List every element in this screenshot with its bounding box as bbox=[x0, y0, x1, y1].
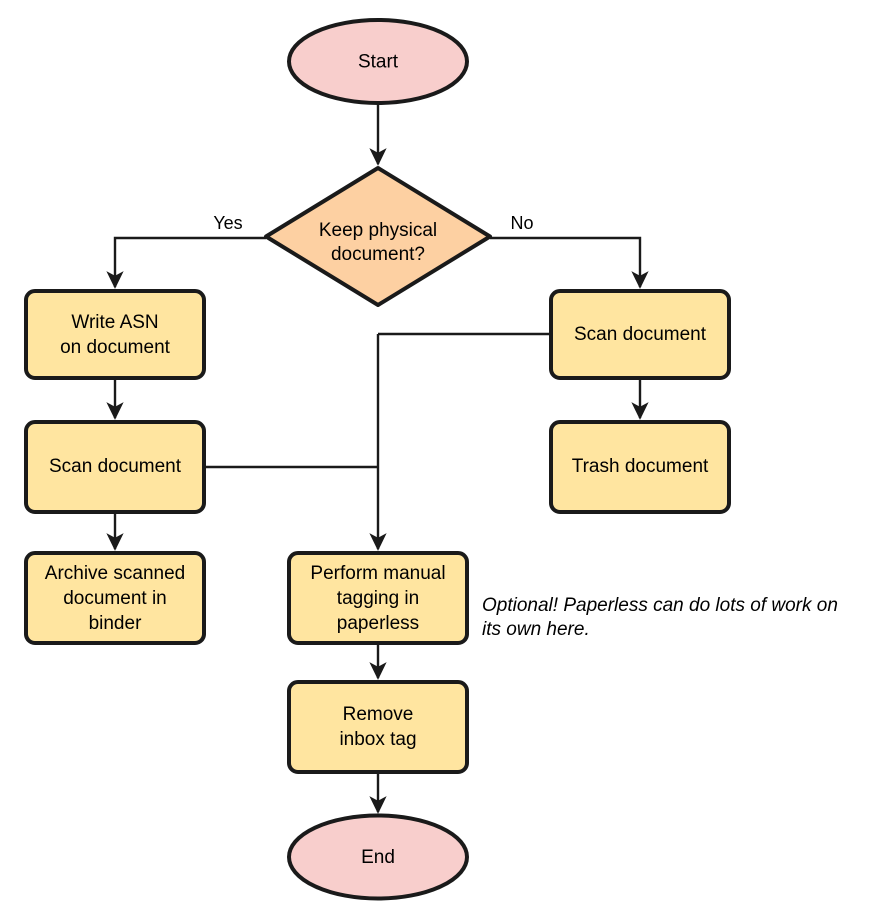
end-label: End bbox=[361, 847, 395, 868]
archive-box-shape bbox=[24, 551, 206, 645]
edge-label-no: No bbox=[510, 213, 533, 233]
trash-label: Trash document bbox=[572, 456, 709, 477]
edge-decision-no-to-scan-right bbox=[490, 236, 649, 289]
node-archive-scanned-document[interactable]: Archive scanned document in binder bbox=[24, 551, 206, 645]
tagging-label-line2: tagging in bbox=[337, 588, 419, 609]
archive-label-line2: document in bbox=[63, 588, 167, 609]
node-perform-manual-tagging[interactable]: Perform manual tagging in paperless bbox=[287, 551, 469, 645]
edge-label-yes: Yes bbox=[213, 213, 242, 233]
write-asn-label-line1: Write ASN bbox=[71, 312, 158, 333]
node-start[interactable]: Start bbox=[287, 18, 469, 105]
node-scan-document-right[interactable]: Scan document bbox=[549, 289, 731, 380]
decision-diamond-shape bbox=[264, 166, 492, 307]
node-end[interactable]: End bbox=[287, 813, 469, 901]
write-asn-box-shape bbox=[24, 289, 206, 380]
node-write-asn-on-document[interactable]: Write ASN on document bbox=[24, 289, 206, 380]
remove-inbox-label-line2: inbox tag bbox=[339, 729, 416, 750]
annotation-line2: its own here. bbox=[482, 619, 590, 640]
write-asn-label-line2: on document bbox=[60, 337, 171, 358]
start-ellipse-shape bbox=[287, 18, 469, 105]
tagging-label-line3: paperless bbox=[337, 613, 419, 634]
tagging-box-shape bbox=[287, 551, 469, 645]
node-remove-inbox-tag[interactable]: Remove inbox tag bbox=[287, 680, 469, 774]
connector-layer bbox=[106, 103, 649, 814]
tagging-label-line1: Perform manual bbox=[310, 563, 445, 584]
start-label: Start bbox=[358, 52, 399, 73]
archive-label-line1: Archive scanned bbox=[45, 563, 185, 584]
archive-label-line3: binder bbox=[89, 613, 142, 634]
remove-inbox-box-shape bbox=[287, 680, 469, 774]
decision-label-line2: document? bbox=[331, 244, 425, 265]
node-trash-document[interactable]: Trash document bbox=[549, 420, 731, 514]
trash-box-shape bbox=[549, 420, 731, 514]
scan-left-box-shape bbox=[24, 420, 206, 514]
scan-right-label: Scan document bbox=[574, 324, 707, 345]
remove-inbox-label-line1: Remove bbox=[343, 704, 414, 725]
edge-decision-yes-to-write-asn bbox=[106, 236, 266, 289]
end-ellipse-shape bbox=[287, 813, 469, 901]
node-scan-document-left[interactable]: Scan document bbox=[24, 420, 206, 514]
annotation-optional-note: Optional! Paperless can do lots of work … bbox=[482, 595, 838, 640]
annotation-line1: Optional! Paperless can do lots of work … bbox=[482, 595, 838, 616]
decision-label-line1: Keep physical bbox=[319, 220, 437, 241]
scan-left-label: Scan document bbox=[49, 456, 182, 477]
node-decision-keep-physical-document[interactable]: Keep physical document? bbox=[264, 166, 492, 307]
scan-right-box-shape bbox=[549, 289, 731, 380]
